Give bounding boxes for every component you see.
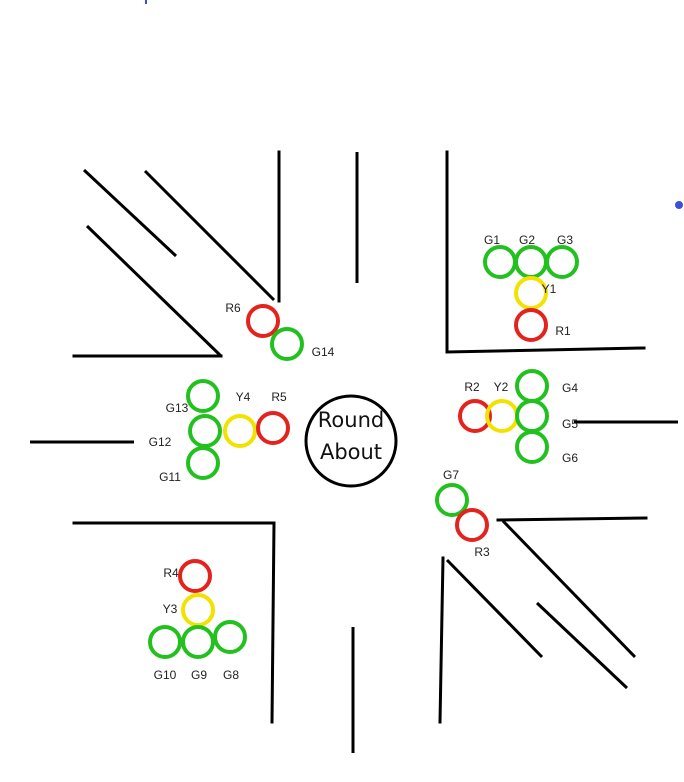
light-lamp-yellow xyxy=(181,593,215,627)
light-lamp-red xyxy=(458,399,492,433)
kerb-bottom-right-vertical xyxy=(438,556,445,724)
light-label: G3 xyxy=(557,233,573,247)
light-label: G6 xyxy=(562,451,578,465)
traffic-light-y1: Y1 xyxy=(514,276,557,310)
traffic-light-g9: G9 xyxy=(181,625,215,682)
traffic-light-g6: G6 xyxy=(515,430,578,465)
diagonal-lane-nw-2 xyxy=(143,169,276,302)
light-label: G9 xyxy=(191,668,207,682)
traffic-light-r3: R3 xyxy=(455,508,490,559)
light-label: Y1 xyxy=(542,282,557,296)
light-label: R4 xyxy=(163,566,179,580)
traffic-light-g4: G4 xyxy=(515,369,578,403)
light-lamp-green xyxy=(181,625,215,659)
light-label: Y2 xyxy=(494,380,509,394)
kerb-bottom-left xyxy=(72,521,276,724)
roundabout-circle xyxy=(304,394,398,488)
traffic-light-g5: G5 xyxy=(515,399,578,433)
traffic-light-g10: G10 xyxy=(148,625,182,682)
light-lamp-yellow xyxy=(223,414,257,448)
light-lamp-green xyxy=(515,369,549,403)
light-label: R6 xyxy=(225,301,241,315)
traffic-light-g3: G3 xyxy=(545,233,579,279)
diagonal-lane-se-2 xyxy=(501,519,637,659)
light-lamp-red xyxy=(455,508,489,542)
light-label: G14 xyxy=(312,345,335,359)
light-label: G4 xyxy=(562,381,578,395)
light-label: G8 xyxy=(223,668,239,682)
light-label: G5 xyxy=(562,417,578,431)
light-lamp-green xyxy=(186,379,220,413)
traffic-light-g13: G13 xyxy=(166,379,220,415)
light-label: Y4 xyxy=(236,390,251,404)
traffic-light-y2: Y2 xyxy=(485,380,519,433)
diagonal-lane-nw-3 xyxy=(85,224,223,358)
traffic-light-g11: G11 xyxy=(159,446,220,484)
light-label: G7 xyxy=(443,468,459,482)
light-lamp-red xyxy=(256,411,290,445)
traffic-light-g14: G14 xyxy=(270,327,335,361)
light-lamp-green xyxy=(213,620,247,654)
traffic-light-g1: G1 xyxy=(483,233,517,279)
diagonal-lane-nw-1 xyxy=(82,168,178,258)
light-lamp-green xyxy=(148,625,182,659)
roundabout-label-line2: About xyxy=(320,440,382,464)
light-label: G11 xyxy=(159,470,181,484)
light-label: G2 xyxy=(519,233,535,247)
light-lamp-green xyxy=(514,245,548,279)
light-lamp-red xyxy=(514,308,548,342)
marker-dot xyxy=(675,201,683,209)
light-label: G12 xyxy=(149,435,172,449)
light-lamp-green xyxy=(545,245,579,279)
light-lamp-red xyxy=(178,559,212,593)
kerb-right-bottom xyxy=(496,516,648,522)
traffic-light-r5: R5 xyxy=(256,390,290,445)
light-lamp-green xyxy=(188,414,222,448)
light-lamp-green xyxy=(270,327,304,361)
traffic-light-g12: G12 xyxy=(149,414,222,449)
roundabout-label-line1: Round xyxy=(318,408,384,432)
light-label: R2 xyxy=(464,380,480,394)
light-lamp-green xyxy=(483,245,517,279)
traffic-light-r1: R1 xyxy=(514,308,571,342)
kerb-top-right xyxy=(445,150,646,354)
light-label: R5 xyxy=(271,390,287,404)
light-label: R3 xyxy=(474,545,490,559)
traffic-light-r4: R4 xyxy=(163,559,212,593)
light-lamp-green xyxy=(515,430,549,464)
light-lamp-green xyxy=(435,483,469,517)
traffic-light-g8: G8 xyxy=(213,620,247,682)
light-label: G1 xyxy=(484,233,500,247)
light-lamp-green xyxy=(186,446,220,480)
diagonal-lane-se-3 xyxy=(535,601,629,690)
traffic-light-g7: G7 xyxy=(435,468,469,517)
light-label: R1 xyxy=(555,324,571,338)
light-lamp-red xyxy=(246,304,280,338)
light-label: G13 xyxy=(166,401,189,415)
traffic-light-y4: Y4 xyxy=(223,390,257,448)
light-label: Y3 xyxy=(163,602,178,616)
traffic-light-r6: R6 xyxy=(225,301,280,338)
traffic-light-g2: G2 xyxy=(514,233,548,279)
light-lamp-green xyxy=(515,399,549,433)
traffic-light-y3: Y3 xyxy=(163,593,215,627)
traffic-light-r2: R2 xyxy=(458,380,492,433)
diagonal-lane-se-1 xyxy=(445,558,544,659)
light-label: G10 xyxy=(154,668,177,682)
